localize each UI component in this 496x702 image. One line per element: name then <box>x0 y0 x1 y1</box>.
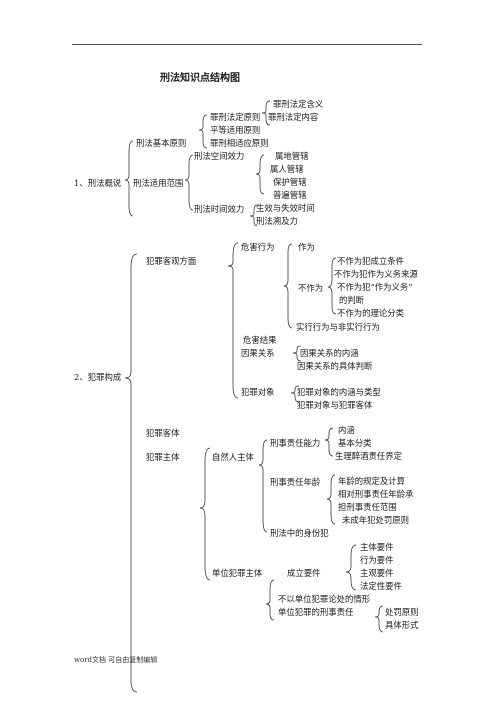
crime-object-item-2: 犯罪对象与犯罪客体 <box>297 400 373 410</box>
space-item-4: 普遍管辖 <box>273 190 307 200</box>
unit-subject-label: 单位犯罪主体 <box>212 568 263 578</box>
space-item-1: 属地管辖 <box>275 151 309 161</box>
bracket-crime-object <box>290 385 300 403</box>
subject-label: 犯罪主体 <box>146 452 180 462</box>
header-rule <box>72 44 422 45</box>
bracket-natural-person <box>258 439 268 533</box>
bracket-scope <box>184 154 194 211</box>
time-item-1: 生效与失效时间 <box>256 203 315 213</box>
basic-principles-label: 刑法基本原则 <box>136 138 187 148</box>
bracket-basic-principles <box>198 114 208 149</box>
equality-principle: 平等适用原则 <box>210 125 261 135</box>
crime-object-item-1: 犯罪对象的内涵与类型 <box>297 387 381 397</box>
elements-item-3: 主观要件 <box>360 568 394 578</box>
bracket-age <box>326 474 336 525</box>
bracket-unit <box>265 579 275 621</box>
time-item-2: 刑法溯及力 <box>256 216 298 226</box>
space-item-2: 属人管辖 <box>270 164 304 174</box>
omission-item-2: 不作为犯作为义务来源 <box>334 269 418 279</box>
elements-item-1: 主体要件 <box>360 542 394 552</box>
causation-item-1: 因果关系的内涵 <box>300 348 359 358</box>
capacity-item-1: 内涵 <box>338 425 355 435</box>
natural-person-label: 自然人主体 <box>212 452 254 462</box>
harmful-act-label: 危害行为 <box>241 242 275 252</box>
age-item-4: 未成年犯处罚原则 <box>342 515 409 525</box>
bracket-liability <box>374 605 384 633</box>
age-item-2: 相对刑事责任年龄承 <box>338 489 414 499</box>
identity-crime-label: 刑法中的身份犯 <box>270 528 329 538</box>
liability-item-2: 具体形式 <box>385 620 419 630</box>
bracket-space <box>255 154 265 195</box>
omission-item-4: 的判断 <box>339 295 365 305</box>
bracket-omission <box>327 257 337 315</box>
capacity-item-2: 基本分类 <box>338 438 372 448</box>
elements-item-2: 行为要件 <box>360 555 394 565</box>
bracket-causation <box>292 345 302 362</box>
causation-item-2: 因果关系的具体判断 <box>297 361 373 371</box>
crime-object-label: 犯罪对象 <box>241 387 275 397</box>
section1-label: 1、刑法概说 <box>74 178 122 188</box>
section2-label: 2、犯罪构成 <box>74 372 122 382</box>
elements-label: 成立要件 <box>287 568 321 578</box>
proportionality-principle: 罪刑相适应原则 <box>210 138 269 148</box>
omission-item-5: 不作为的理论分类 <box>337 308 404 318</box>
space-item-3: 保护管辖 <box>273 177 307 187</box>
capacity-item-3: 生理醉酒责任界定 <box>335 451 402 461</box>
bracket-capacity <box>324 427 334 457</box>
bracket-elements <box>345 544 357 591</box>
act-label: 作为 <box>298 242 315 252</box>
scope-label: 刑法适用范围 <box>133 178 184 188</box>
legality-principle: 罪刑法定原则 <box>210 112 261 122</box>
bracket-section1 <box>124 140 134 217</box>
liability-item-1: 处罚原则 <box>385 607 419 617</box>
capacity-label: 刑事责任能力 <box>270 438 321 448</box>
age-label: 刑事责任年龄 <box>270 477 321 487</box>
age-item-1: 年龄的规定及计算 <box>338 476 405 486</box>
legality-item-1: 罪刑法定含义 <box>273 99 324 109</box>
time-effect-label: 刑法时间效力 <box>194 204 245 214</box>
footer-text: word文档 可自由复制编辑 <box>74 656 158 664</box>
liability-label: 单位犯罪的刑事责任 <box>278 607 354 617</box>
elements-item-4: 法定性要件 <box>360 581 402 591</box>
space-effect-label: 刑法空间效力 <box>194 151 245 161</box>
causation-label: 因果关系 <box>241 348 275 358</box>
objective-label: 犯罪客观方面 <box>146 256 197 266</box>
omission-label: 不作为 <box>298 283 324 293</box>
age-item-3: 担刑事责任范围 <box>338 502 397 512</box>
omission-item-3: 不作为犯“作为义务” <box>337 282 413 292</box>
bracket-time <box>249 204 258 227</box>
act-vs-omission: 实行行为与非实行行为 <box>296 322 380 332</box>
crime-object-class-label: 犯罪客体 <box>146 428 180 438</box>
legality-item-2: 罪刑法定内容 <box>268 112 319 122</box>
exclusion-label: 不以单位犯罪论处的情形 <box>278 594 371 604</box>
page-title: 刑法知识点结构图 <box>160 73 240 84</box>
harmful-result-label: 危害结果 <box>243 335 277 345</box>
bracket-subject <box>199 447 211 581</box>
omission-item-1: 不作为犯成立条件 <box>337 256 404 266</box>
bracket-section2 <box>124 253 138 693</box>
bracket-harmful-act <box>283 243 293 329</box>
bracket-objective <box>227 242 239 399</box>
bracket-legality <box>261 100 271 126</box>
